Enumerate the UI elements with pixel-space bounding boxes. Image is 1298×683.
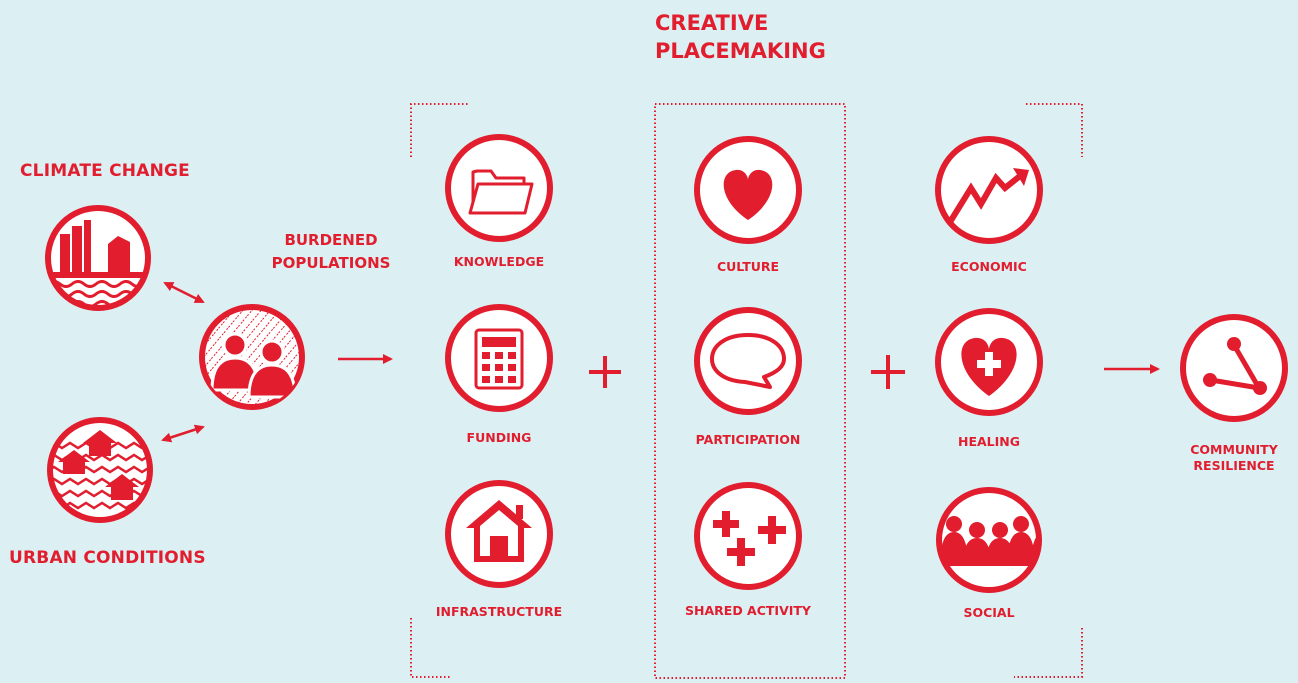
speech-bubble-icon bbox=[694, 307, 802, 415]
right-bracket-top bbox=[1026, 103, 1083, 157]
healing-label: HEALING bbox=[957, 434, 1021, 449]
shared-activity-label: SHARED ACTIVITY bbox=[685, 603, 811, 618]
burdened-populations-line-1: BURDENED bbox=[284, 231, 378, 249]
plus-operators bbox=[589, 355, 905, 389]
burdened-populations-label: BURDENED POPULATIONS bbox=[272, 229, 391, 276]
house-icon bbox=[445, 480, 553, 588]
creative-placemaking-line-2: PLACEMAKING bbox=[655, 39, 826, 64]
double-arrow-climate bbox=[163, 281, 205, 304]
culture-label: CULTURE bbox=[716, 259, 780, 274]
folder-icon bbox=[445, 134, 553, 242]
urban-conditions-label: URBAN CONDITIONS bbox=[9, 548, 206, 568]
placemaking-box bbox=[654, 103, 846, 679]
calculator-icon bbox=[445, 304, 553, 412]
economic-label: ECONOMIC bbox=[951, 259, 1027, 274]
plus-operator-2 bbox=[871, 355, 905, 389]
connector-arrows bbox=[161, 281, 1160, 443]
infrastructure-label: INFRASTRUCTURE bbox=[435, 604, 563, 619]
climate-change-label: CLIMATE CHANGE bbox=[20, 161, 190, 181]
funding-label: FUNDING bbox=[466, 430, 532, 445]
heart-icon bbox=[694, 136, 802, 244]
creative-placemaking-title: CREATIVE PLACEMAKING bbox=[655, 9, 826, 66]
left-bracket-bottom bbox=[410, 618, 450, 678]
burdened-populations-line-2: POPULATIONS bbox=[271, 254, 391, 273]
crowd-icon bbox=[936, 487, 1042, 593]
dotted-brackets bbox=[410, 103, 1083, 679]
community-resilience-line-2: RESILIENCE bbox=[1193, 458, 1275, 473]
social-label: SOCIAL bbox=[963, 605, 1015, 620]
plus-signs-icon bbox=[694, 482, 802, 590]
knowledge-label: KNOWLEDGE bbox=[453, 254, 545, 269]
network-icon bbox=[1180, 314, 1288, 422]
flooded-buildings-icon bbox=[45, 205, 151, 311]
participation-label: PARTICIPATION bbox=[695, 432, 801, 447]
community-resilience-label: COMMUNITY RESILIENCE bbox=[1190, 442, 1278, 474]
creative-placemaking-line-1: CREATIVE bbox=[655, 11, 769, 35]
people-icon bbox=[199, 304, 305, 410]
plus-operator-1 bbox=[589, 356, 621, 388]
left-bracket-top bbox=[410, 103, 468, 157]
right-bracket-bottom bbox=[1014, 628, 1083, 678]
trend-arrow-icon bbox=[935, 136, 1043, 244]
community-resilience-line-1: COMMUNITY bbox=[1190, 442, 1278, 457]
double-arrow-urban bbox=[161, 424, 205, 443]
houses-on-waves-icon bbox=[47, 417, 153, 523]
heart-cross-icon bbox=[935, 308, 1043, 416]
